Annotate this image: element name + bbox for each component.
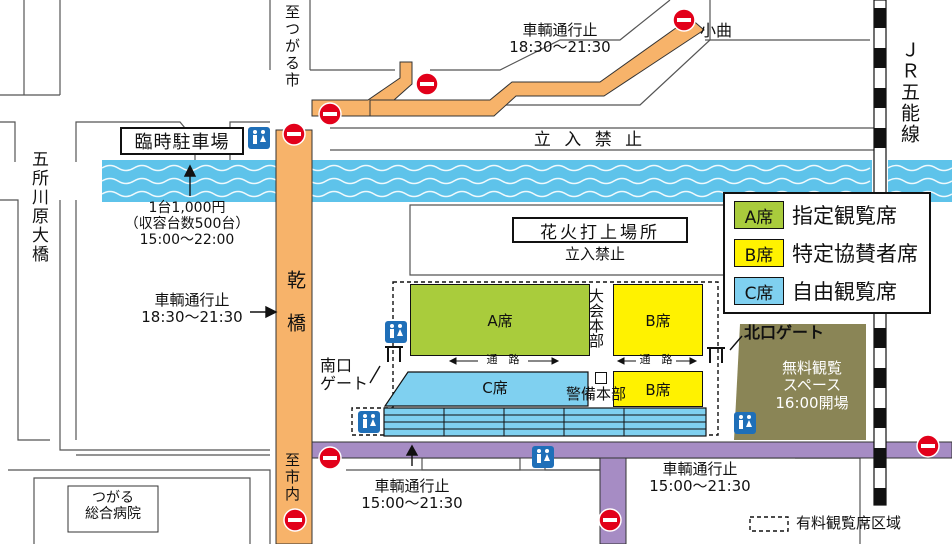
paid-area-legend-swatch (749, 516, 789, 532)
toilet-icon (385, 321, 407, 343)
orange-roads (275, 17, 705, 544)
parking-sign: 臨時駐車場 (120, 127, 244, 155)
no-entry-sign-icon (282, 122, 306, 146)
no-entry-sign-icon (415, 72, 439, 96)
label-regulation-bottom-right: 車輌通行止 15:00〜21:30 (649, 460, 751, 496)
label-to-tsugaru: 至つがる市 (283, 4, 301, 89)
label-north-gate: 北口ゲート (744, 323, 825, 342)
toilet-icon (532, 446, 554, 468)
label-regulation-left: 車輌通行止 18:30〜21:30 (141, 291, 243, 327)
no-entry-sign-icon (672, 8, 696, 32)
pointer-arrows (183, 164, 743, 466)
seat-c-area (383, 371, 589, 407)
label-goshogawara-bridge: 五所川原大橋 (28, 150, 48, 264)
label-free-space: 無料観覧 スペース 16:00開場 (775, 359, 849, 412)
gate-icon (707, 347, 725, 363)
label-parking-info: 1台1,000円 （収容台数500台） 15:00〜22:00 (124, 200, 250, 249)
no-entry-sign-icon (318, 102, 342, 126)
no-entry-sign-icon (916, 434, 940, 458)
toilet-icon (734, 412, 756, 434)
label-security: 警備本部 (566, 385, 627, 403)
launch-site-sign: 花火打上場所 (512, 217, 688, 243)
label-regulation-bottom-left: 車輌通行止 15:00〜21:30 (361, 477, 463, 513)
label-regulation-top: 車輌通行止 18:30〜21:30 (509, 21, 611, 57)
label-jr-line: ＪＲ五能線 (898, 40, 920, 145)
no-entry-sign-icon (318, 446, 342, 470)
no-entry-sign-icon (283, 508, 307, 532)
hospital-building (67, 485, 159, 533)
gate-icon (385, 346, 403, 362)
legend-item-seat-a: A席指定観覧席 (734, 200, 897, 230)
label-launch-no-entry: 立入禁止 (564, 245, 625, 263)
legend-item-seat-b: B席特定協賛者席 (734, 238, 918, 268)
seat-a-area: A席 (410, 284, 590, 356)
seat-b-lower-area: B席 (613, 371, 703, 407)
label-to-city: 至市内 (283, 452, 301, 503)
free-space-area (734, 324, 866, 440)
grandstand (383, 407, 707, 437)
label-headquarters: 大会本部 (587, 288, 605, 348)
label-komagari: 小曲 (700, 21, 733, 40)
label-inui-bridge: 乾橋 (284, 270, 306, 356)
legend-item-seat-c: C席自由観覧席 (734, 276, 897, 306)
passage-arrows (448, 357, 698, 365)
seat-c-label: C席 (482, 379, 508, 397)
label-south-gate: 南口 ゲート (320, 356, 369, 394)
label-passage-right: 通 路 (639, 353, 673, 366)
security-marker (595, 372, 607, 384)
label-hospital: つがる 総合病院 (85, 490, 141, 523)
label-no-entry: 立 入 禁 止 (533, 130, 647, 150)
toilet-icon (358, 411, 380, 433)
seat-b-upper-area: B席 (613, 284, 703, 356)
toilet-icon (248, 127, 270, 149)
label-paid-area: 有料観覧席区域 (796, 514, 902, 532)
no-entry-sign-icon (598, 508, 622, 532)
label-passage-left: 通 路 (486, 353, 520, 366)
